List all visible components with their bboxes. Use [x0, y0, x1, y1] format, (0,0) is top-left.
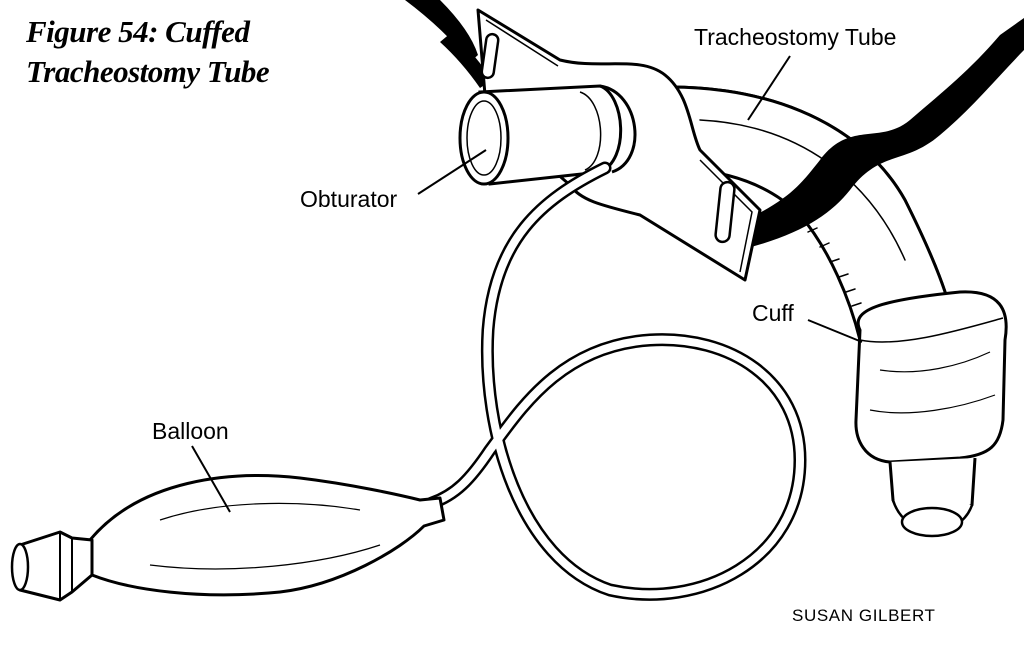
neck-strap-right [735, 18, 1024, 250]
leader-lines [191, 55, 863, 513]
leader-obturator [417, 149, 487, 195]
label-balloon: Balloon [152, 418, 229, 444]
cuff [854, 290, 1008, 538]
figure-title: Figure 54: Cuffed Tracheostomy Tube [26, 12, 270, 92]
artist-credit: SUSAN GILBERT [792, 606, 936, 625]
leader-cuff [807, 319, 863, 343]
leader-balloon [191, 445, 231, 513]
pilot-line [425, 161, 807, 601]
label-cuff: Cuff [752, 300, 794, 326]
leader-tracheostomy-tube [747, 55, 791, 121]
label-tracheostomy-tube: Tracheostomy Tube [694, 24, 897, 50]
label-obturator: Obturator [300, 186, 398, 212]
figure-title-line-2: Tracheostomy Tube [26, 54, 270, 89]
balloon [10, 474, 446, 602]
neck-strap-left [405, 0, 492, 88]
figure-title-line-1: Figure 54: Cuffed [26, 14, 250, 49]
